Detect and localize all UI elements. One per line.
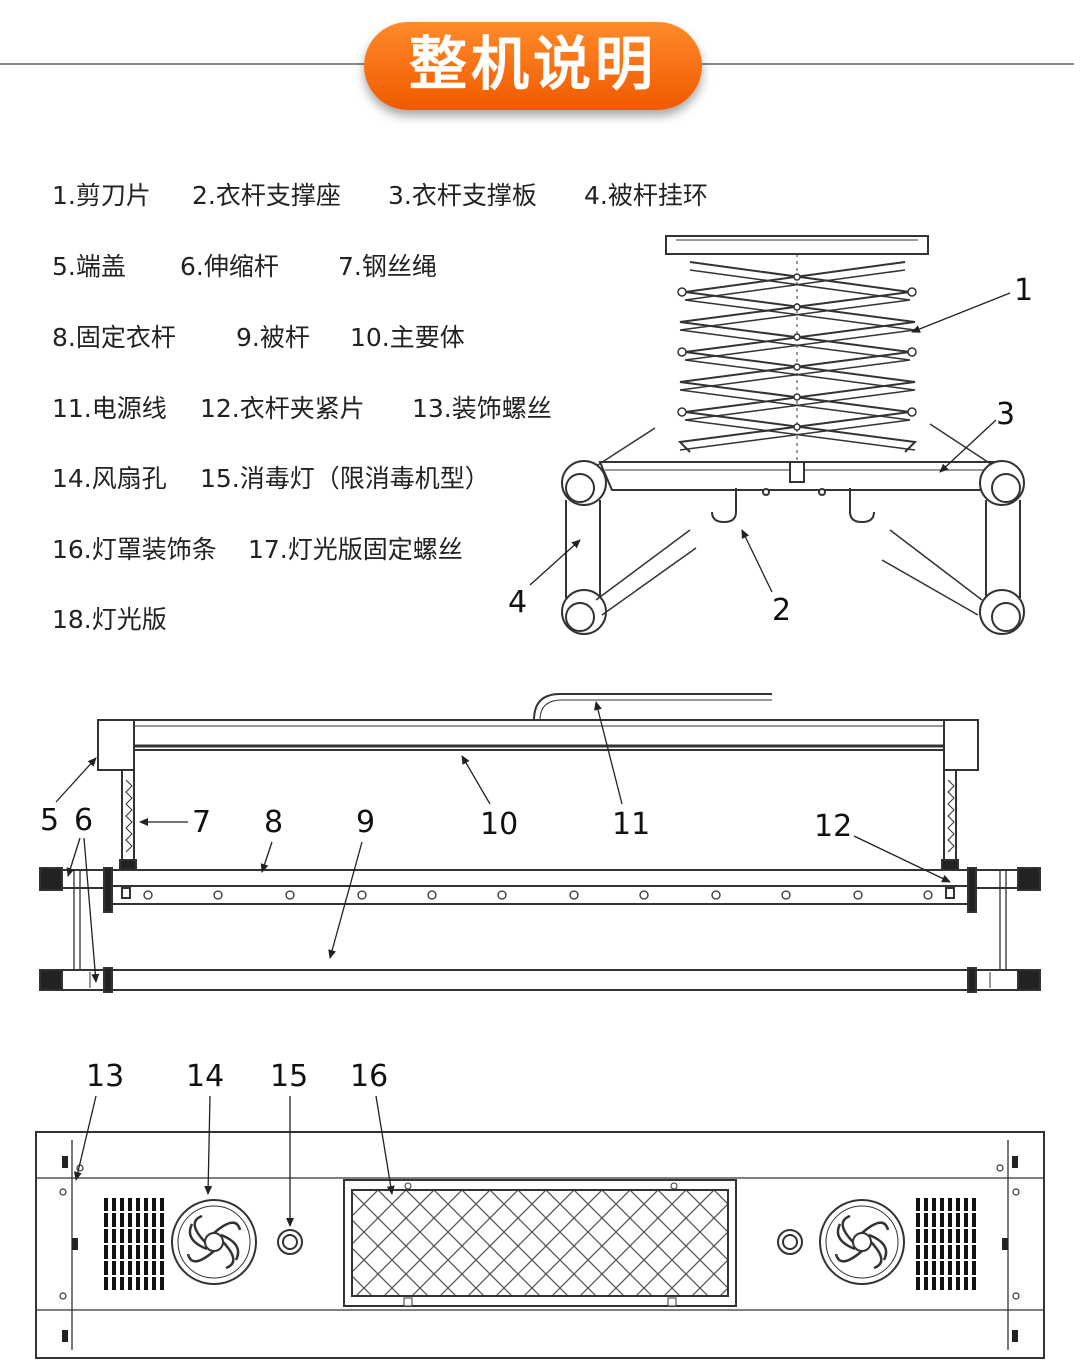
callout-15: 15 [270, 1059, 308, 1094]
callout-9: 9 [356, 805, 375, 840]
part-label-6: 6.伸缩杆 [180, 252, 279, 281]
part-label-18: 18.灯光版 [52, 605, 167, 634]
part-label-3: 3.衣杆支撑板 [388, 181, 537, 210]
part-label-7: 7.钢丝绳 [338, 252, 437, 281]
callout-5: 5 [40, 803, 59, 838]
part-label-5: 5.端盖 [52, 252, 126, 281]
callout-10: 10 [480, 807, 518, 842]
part-label-10: 10.主要体 [350, 323, 465, 352]
callout-3: 3 [996, 397, 1015, 432]
top-leader-lines [529, 292, 1011, 593]
part-label-1: 1.剪刀片 [52, 181, 151, 210]
callout-13: 13 [86, 1059, 124, 1094]
part-label-4: 4.被杆挂环 [584, 181, 708, 210]
part-label-16: 16.灯罩装饰条 [52, 535, 217, 564]
middle-leader-lines [55, 701, 951, 983]
callout-12: 12 [814, 809, 852, 844]
part-label-15: 15.消毒灯（限消毒机型） [200, 464, 490, 493]
callout-7: 7 [192, 805, 211, 840]
callout-14: 14 [186, 1059, 224, 1094]
part-label-13: 13.装饰螺丝 [412, 394, 552, 423]
front-view-illustration [39, 693, 1041, 993]
callout-1: 1 [1014, 273, 1033, 308]
part-label-2: 2.衣杆支撑座 [192, 181, 341, 210]
callout-6: 6 [74, 803, 93, 838]
callout-2: 2 [772, 593, 791, 628]
part-label-8: 8.固定衣杆 [52, 323, 176, 352]
bottom-leader-lines [73, 1095, 395, 1227]
part-label-11: 11.电源线 [52, 394, 167, 423]
part-label-17: 17.灯光版固定螺丝 [248, 535, 463, 564]
callout-4: 4 [508, 585, 527, 620]
callout-16: 16 [350, 1059, 388, 1094]
header-rule-left [0, 63, 364, 65]
callout-11: 11 [612, 807, 650, 842]
part-label-14: 14.风扇孔 [52, 464, 167, 493]
callout-8: 8 [264, 805, 283, 840]
bottom-view-illustration [35, 1131, 1045, 1359]
part-label-12: 12.衣杆夹紧片 [200, 394, 365, 423]
page-title: 整机说明 [364, 22, 702, 110]
part-label-9: 9.被杆 [236, 323, 310, 352]
header-rule-right [702, 63, 1074, 65]
scissor-unit-illustration [561, 235, 1025, 635]
